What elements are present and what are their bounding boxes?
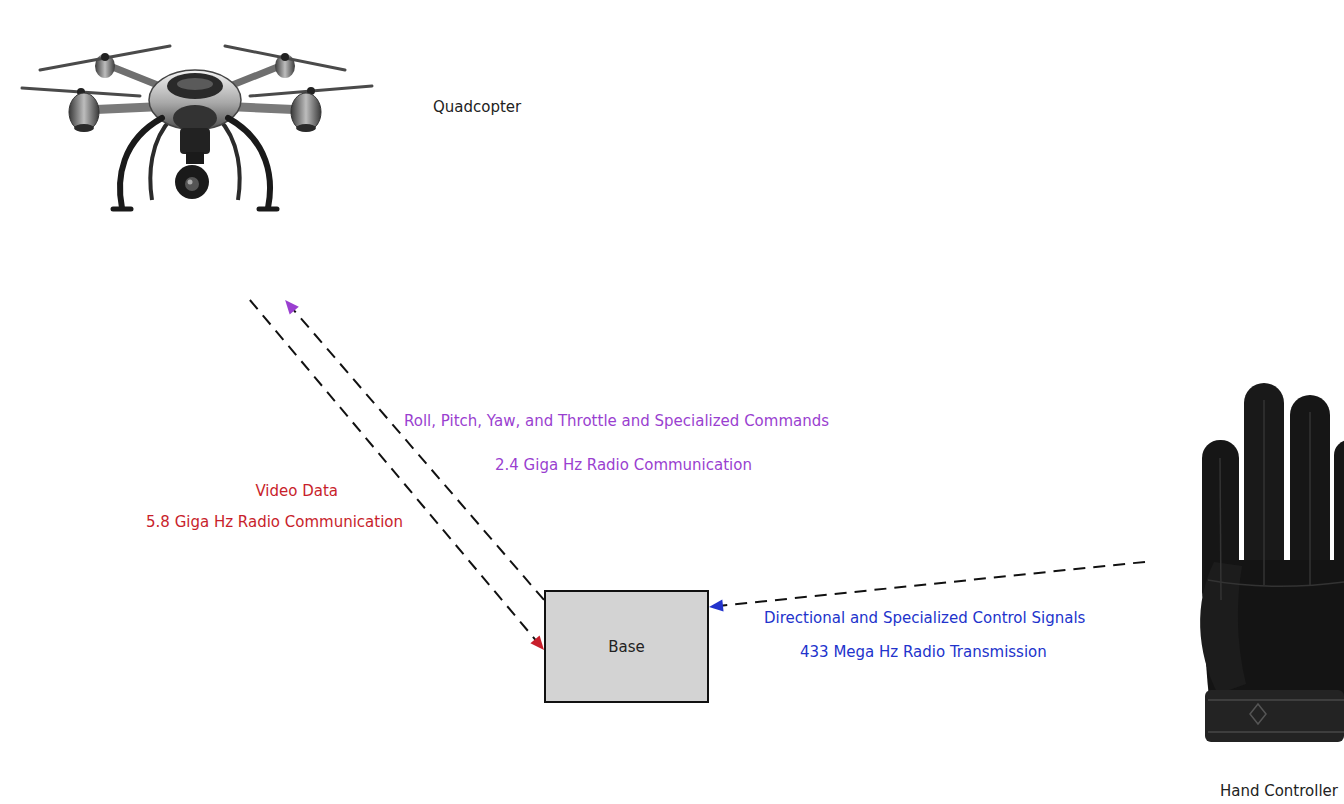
label-holder: 2.4 Giga Hz Radio Communication [493, 456, 754, 474]
glove-illustration [1200, 383, 1344, 742]
dashed-link [293, 309, 544, 600]
label-holder: Roll, Pitch, Yaw, and Throttle and Speci… [402, 412, 831, 430]
label-holder: Directional and Specialized Control Sign… [762, 609, 1087, 627]
signal-label: Roll, Pitch, Yaw, and Throttle and Speci… [402, 412, 831, 430]
node-label: Base [608, 638, 645, 656]
arrow-head [285, 300, 299, 315]
hand-controller-area: Hand Controller [1145, 380, 1344, 804]
label-holder: 5.8 Giga Hz Radio Communication [144, 513, 405, 531]
radio-link-arrow [250, 300, 544, 650]
quadcopter-area: Quadcopter [20, 30, 570, 300]
frequency-label: 2.4 Giga Hz Radio Communication [493, 456, 754, 474]
node-label: Hand Controller [1145, 782, 1344, 800]
frequency-label: 433 Mega Hz Radio Transmission [798, 643, 1049, 661]
frequency-label: 5.8 Giga Hz Radio Communication [144, 513, 405, 531]
node-label: Quadcopter [433, 98, 521, 116]
quadcopter-illustration [22, 46, 372, 209]
label-holder: Video Data [253, 482, 340, 500]
base-box: Base [544, 590, 709, 703]
radio-link-arrow [285, 300, 544, 600]
signal-label: Video Data [253, 482, 340, 500]
arrow-head [709, 600, 724, 612]
arrow-head [530, 635, 544, 650]
signal-label: Directional and Specialized Control Sign… [762, 609, 1087, 627]
radio-link-arrow [709, 562, 1145, 612]
label-holder: 433 Mega Hz Radio Transmission [798, 643, 1049, 661]
dashed-link [721, 562, 1145, 606]
